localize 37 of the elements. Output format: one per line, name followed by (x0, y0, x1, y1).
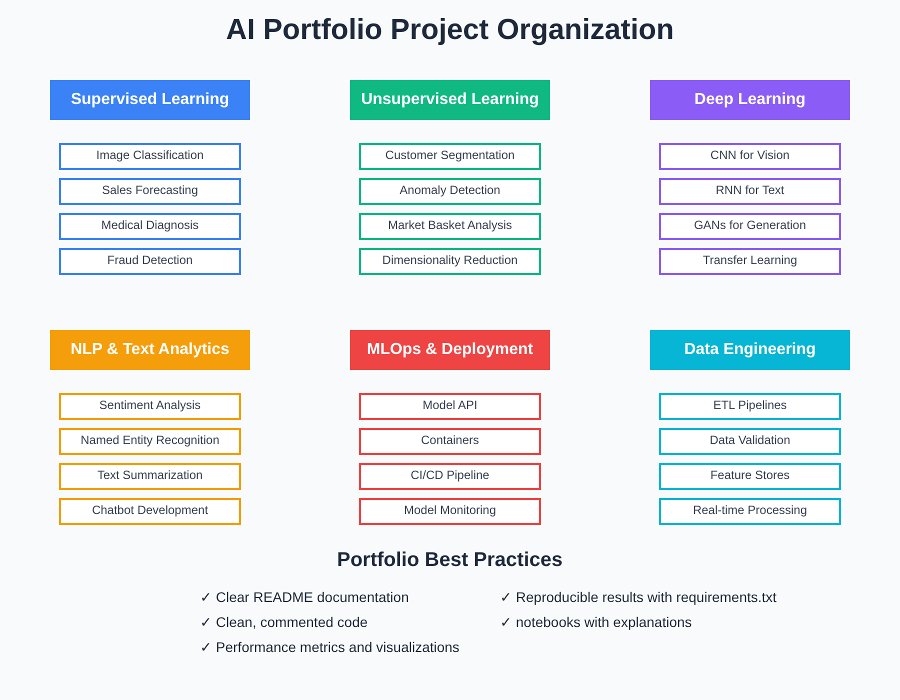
checklist-item: ✓ Clear README documentation (200, 588, 409, 606)
topic-box: CI/CD Pipeline (359, 463, 541, 490)
topic-box: Dimensionality Reduction (359, 248, 541, 275)
category-header: Data Engineering (650, 330, 850, 370)
diagram-title: AI Portfolio Project Organization (225, 13, 675, 48)
topic-box: Market Basket Analysis (359, 213, 541, 240)
topic-box: Real-time Processing (659, 498, 841, 525)
checklist-item: ✓ Reproducible results with requirements.txt (500, 588, 777, 606)
topic-box: Feature Stores (659, 463, 841, 490)
topic-box: Transfer Learning (659, 248, 841, 275)
category-header: Supervised Learning (50, 80, 250, 120)
topic-box: Anomaly Detection (359, 178, 541, 205)
topic-box: Image Classification (59, 143, 241, 170)
topic-box: CNN for Vision (659, 143, 841, 170)
checklist-item: ✓ Clean, commented code (200, 613, 368, 631)
topic-box: Text Summarization (59, 463, 241, 490)
category-header: NLP & Text Analytics (50, 330, 250, 370)
category-header: Deep Learning (650, 80, 850, 120)
topic-box: ETL Pipelines (659, 393, 841, 420)
category-header: Unsupervised Learning (350, 80, 550, 120)
topic-box: Model Monitoring (359, 498, 541, 525)
topic-box: Sales Forecasting (59, 178, 241, 205)
section-heading: Portfolio Best Practices (337, 548, 563, 572)
topic-box: Named Entity Recognition (59, 428, 241, 455)
checklist-item: ✓ notebooks with explanations (500, 613, 692, 631)
category-header: MLOps & Deployment (350, 330, 550, 370)
topic-box: Data Validation (659, 428, 841, 455)
checklist-item: ✓ Performance metrics and visualizations (200, 638, 460, 656)
topic-box: RNN for Text (659, 178, 841, 205)
topic-box: Fraud Detection (59, 248, 241, 275)
topic-box: Sentiment Analysis (59, 393, 241, 420)
topic-box: Customer Segmentation (359, 143, 541, 170)
topic-box: Model API (359, 393, 541, 420)
topic-box: Chatbot Development (59, 498, 241, 525)
topic-box: Containers (359, 428, 541, 455)
topic-box: Medical Diagnosis (59, 213, 241, 240)
topic-box: GANs for Generation (659, 213, 841, 240)
